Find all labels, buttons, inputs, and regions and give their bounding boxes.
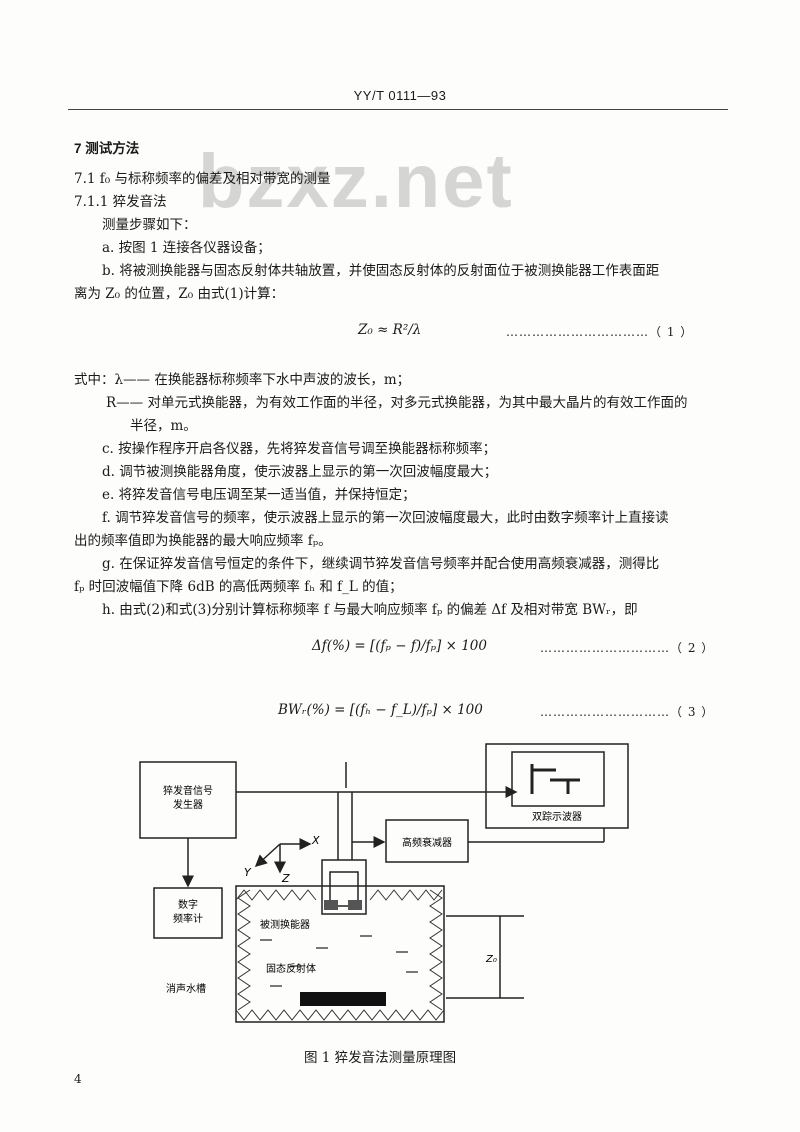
section-7-1-heading: 7.1 f₀ 与标称频率的偏差及相对带宽的测量 bbox=[74, 171, 331, 187]
burst-generator-label-1: 猝发音信号 bbox=[163, 784, 213, 797]
tank-box bbox=[235, 885, 445, 1023]
equation-2: Δf(%) = [(fₚ − f)/fₚ] × 100 bbox=[312, 638, 487, 654]
equation-1: Z₀ ≈ R²/λ bbox=[358, 322, 422, 338]
oscilloscope-screen bbox=[511, 751, 605, 807]
step-f-line2: 出的频率值即为换能器的最大响应频率 fₚ。 bbox=[74, 533, 332, 549]
tank-label: 消声水槽 bbox=[166, 982, 206, 995]
steps-intro: 测量步骤如下： bbox=[102, 217, 197, 233]
equation-3: BWᵣ(%) = [(fₕ − f_L)/fₚ] × 100 bbox=[278, 702, 483, 718]
absorber-lining bbox=[235, 889, 445, 1021]
where-R-line2: 半径，m。 bbox=[130, 418, 197, 434]
counter-label-2: 频率计 bbox=[173, 912, 203, 925]
step-b-line1: b. 将被测换能器与固态反射体共轴放置，并使固态反射体的反射面位于被测换能器工作… bbox=[102, 263, 660, 279]
document-header: YY/T 0111—93 bbox=[353, 88, 447, 103]
transducer-element-right bbox=[348, 900, 362, 910]
figure-caption: 图 1 猝发音法测量原理图 bbox=[304, 1050, 457, 1066]
water-dashes bbox=[260, 935, 418, 987]
where-R-line1: R—— 对单元式换能器，为有效工作面的半径，对多元式换能器，为其中最大晶片的有效… bbox=[106, 395, 688, 411]
equation-2-number: …………………………（ 2 ） bbox=[540, 641, 715, 655]
measurement-diagram: 猝发音信号 发生器 双踪示波器 高频衰减器 数字 频率计 被测换能器 固态反射体… bbox=[139, 743, 629, 1023]
reflector-label: 固态反射体 bbox=[266, 962, 316, 975]
oscilloscope-label: 双踪示波器 bbox=[532, 810, 582, 823]
axis-z-label: Z bbox=[281, 872, 290, 885]
step-e: e. 将猝发音信号电压调至某一适当值，并保持恒定； bbox=[102, 487, 416, 503]
solid-reflector bbox=[300, 992, 386, 1006]
step-b-line2: 离为 Z₀ 的位置，Z₀ 由式(1)计算： bbox=[74, 286, 285, 302]
step-h: h. 由式(2)和式(3)分别计算标称频率 f 与最大响应频率 fₚ 的偏差 Δ… bbox=[102, 602, 638, 618]
step-c: c. 按操作程序开启各仪器，先将猝发音信号调至换能器标称频率； bbox=[102, 441, 497, 457]
watermark: bzxz.net bbox=[198, 139, 514, 224]
attenuator-box bbox=[385, 819, 469, 863]
page-number: 4 bbox=[74, 1072, 82, 1086]
oscilloscope-trace bbox=[530, 764, 580, 794]
attenuator-label: 高频衰减器 bbox=[402, 836, 452, 849]
section-7-1-1-heading: 7.1.1 猝发音法 bbox=[74, 194, 167, 210]
where-lambda: 式中：λ—— 在换能器标称频率下水中声波的波长，m； bbox=[74, 372, 411, 388]
section-7-heading: 7 测试方法 bbox=[74, 141, 140, 156]
step-g-line2: fₚ 时回波幅值下降 6dB 的高低两频率 fₕ 和 f_L 的值； bbox=[74, 579, 403, 595]
frequency-counter-box bbox=[153, 887, 223, 939]
equation-1-number: ……………………………（ 1 ） bbox=[506, 325, 694, 339]
transducer-element-left bbox=[324, 900, 338, 910]
counter-label-1: 数字 bbox=[178, 898, 198, 911]
step-g-line1: g. 在保证猝发音信号恒定的条件下，继续调节猝发音信号频率并配合使用高频衰减器，… bbox=[102, 556, 660, 572]
header-rule bbox=[68, 109, 728, 110]
transducer-housing bbox=[321, 859, 367, 915]
step-d: d. 调节被测换能器角度，使示波器上显示的第一次回波幅度最大； bbox=[102, 464, 498, 480]
burst-generator-label-2: 发生器 bbox=[173, 798, 203, 811]
equation-3-number: …………………………（ 3 ） bbox=[540, 705, 715, 719]
axis-y-label: Y bbox=[244, 866, 252, 879]
transducer-label: 被测换能器 bbox=[260, 918, 310, 931]
step-a: a. 按图 1 连接各仪器设备； bbox=[102, 240, 271, 256]
axis-x-label: X bbox=[311, 834, 320, 847]
oscilloscope-box bbox=[485, 743, 629, 829]
z0-label: Z₀ bbox=[485, 954, 497, 965]
step-f-line1: f. 调节猝发音信号的频率，使示波器上显示的第一次回波幅度最大，此时由数字频率计… bbox=[102, 510, 669, 526]
